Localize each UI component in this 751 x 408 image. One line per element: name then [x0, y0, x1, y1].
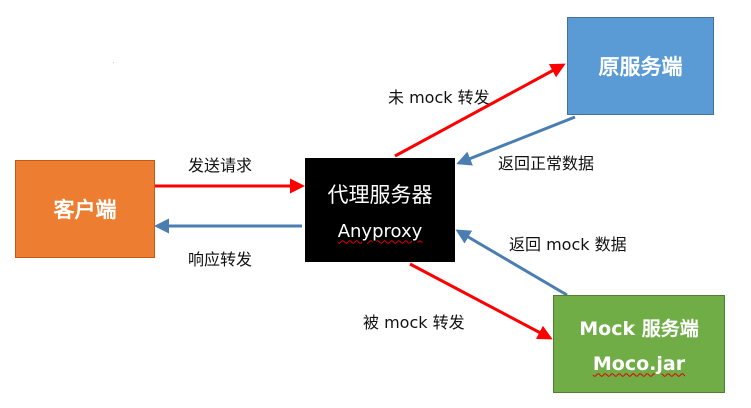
- origin-label: 原服务端: [598, 55, 683, 79]
- proxy-title: 代理服务器: [327, 182, 433, 207]
- client-node: 客户端: [15, 160, 155, 258]
- label-return-normal: 返回正常数据: [498, 154, 595, 173]
- arrow-not-mock-forward: [394, 63, 566, 158]
- label-respond-forward: 响应转发: [188, 250, 253, 269]
- label-not-mock-forward: 未 mock 转发: [388, 88, 490, 107]
- label-return-mock: 返回 mock 数据: [509, 235, 627, 254]
- label-mock-forward: 被 mock 转发: [363, 313, 465, 332]
- arrow-return-normal: [456, 115, 576, 166]
- origin-server-node: 原服务端: [567, 17, 714, 115]
- proxy-server-node: 代理服务器 Anyproxy: [305, 158, 455, 262]
- proxy-subtitle: Anyproxy: [337, 220, 423, 242]
- stray-dot: [113, 62, 114, 63]
- arrow-mock-forward: [409, 262, 553, 340]
- mock-subtitle: Moco.jar: [592, 352, 686, 375]
- label-send-request: 发送请求: [188, 156, 253, 175]
- mock-title: Mock 服务端: [579, 317, 699, 340]
- mock-server-node: Mock 服务端 Moco.jar: [553, 295, 725, 393]
- client-label: 客户端: [53, 198, 117, 222]
- arrow-return-mock: [455, 229, 568, 297]
